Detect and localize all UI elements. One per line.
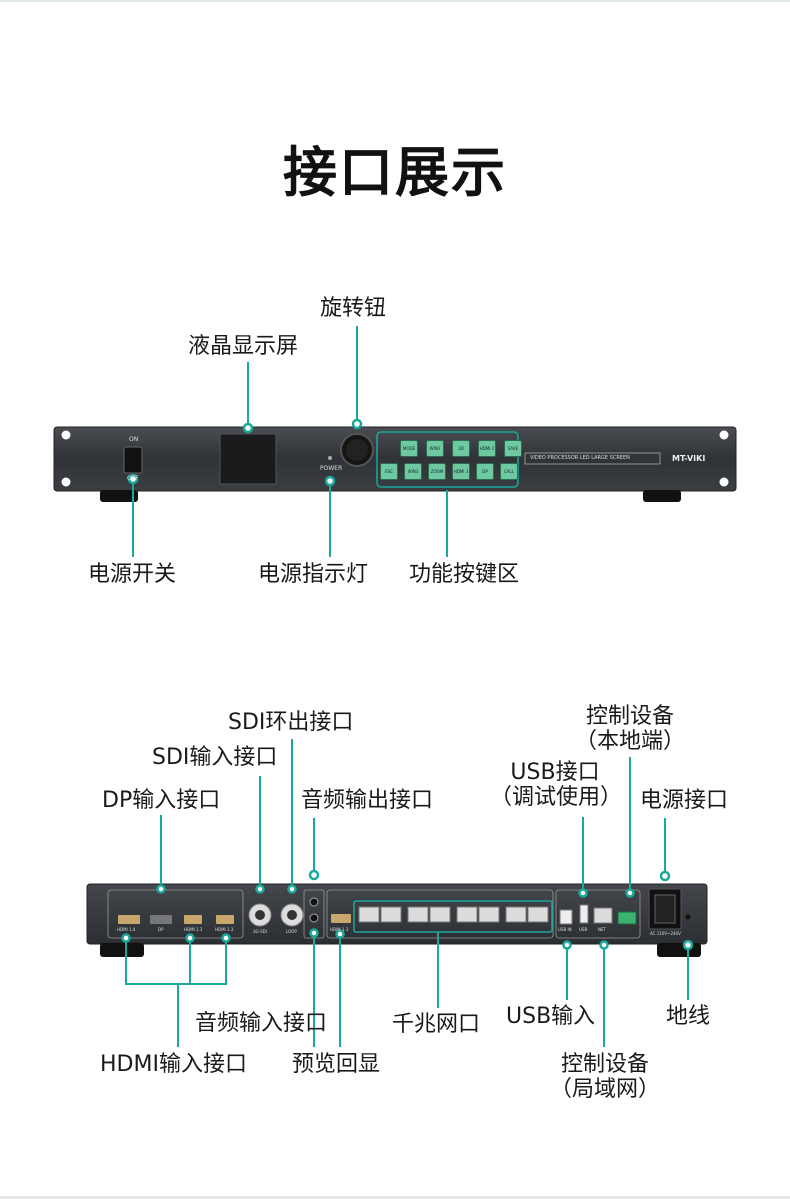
label-control-local: 控制设备 （本地端） [570,704,690,755]
label-control-lan-note: （局域网） [549,1077,660,1103]
function-key-row2-3[interactable]: HDMI 3 [452,463,470,480]
hdmi14-text: HDMI 1.4 [117,927,136,932]
hdmi13b-text: HDMI 1.3 [215,927,234,932]
function-key-row1-3[interactable]: HDMI 2 [478,440,496,457]
label-usb-port: USB接口 （调试使用） [490,760,623,811]
label-hdmi-in: HDMI输入接口 [100,1052,247,1077]
function-key-row1-2[interactable]: 3D [452,440,470,457]
usb-text: USB [579,927,588,932]
power-spec-text: AC 110V~240V [650,931,681,936]
label-usb-port-title: USB接口 [510,760,600,785]
label-knob: 旋转钮 [320,296,387,321]
function-key-row1-1[interactable]: WIN1 [426,440,444,457]
net-text: NET [598,927,606,932]
label-function-keys: 功能按键区 [409,562,520,587]
model-banner: VIDEO PROCESSOR LED LARGE SCREEN [530,455,630,461]
label-usb-in: USB输入 [506,1004,596,1029]
preview-text: HDMI 1.3 [330,927,349,932]
label-power-switch: 电源开关 [88,562,177,587]
label-audio-in: 音频输入接口 [195,1011,328,1036]
usb-in-text: USB IN [558,927,572,932]
function-key-row2-5[interactable]: CALL [500,463,518,480]
label-power-port: 电源接口 [640,788,729,813]
function-key-row2-2[interactable]: ZOOM [428,463,446,480]
label-ground: 地线 [666,1004,711,1029]
label-control-lan-title: 控制设备 [560,1052,649,1077]
switch-off-text: OFF [127,475,139,482]
top-divider [0,0,790,2]
label-preview: 预览回显 [292,1052,381,1077]
label-sdi-loop-out: SDI环出接口 [228,710,354,735]
label-usb-port-note: （调试使用） [490,785,623,811]
sdi-text: 3G-SDI [253,929,267,934]
label-sdi-in: SDI输入接口 [152,745,278,770]
page-title: 接口展示 [283,141,507,204]
label-control-local-title: 控制设备 [585,704,674,729]
function-key-row1-0[interactable]: MODE [400,440,418,457]
bottom-divider [0,1196,790,1199]
label-power-led: 电源指示灯 [258,562,369,587]
function-key-row2-4[interactable]: DP [476,463,494,480]
label-gigabit: 千兆网口 [392,1012,481,1037]
loop-text: LOOP [286,929,297,934]
label-control-lan: 控制设备 （局域网） [545,1052,665,1103]
function-keys-row1: MODE WIN1 3D HDMI 2 SAVE [400,440,522,457]
function-key-row1-4[interactable]: SAVE [504,440,522,457]
brand-logo: MT-VIKI [672,454,706,463]
function-key-row2-1[interactable]: WIN3 [404,463,422,480]
switch-on-text: ON [129,436,139,443]
label-lcd: 液晶显示屏 [188,334,299,359]
power-text: POWER [320,465,343,472]
function-keys-row2: ESC WIN3 ZOOM HDMI 3 DP CALL [380,463,518,480]
hdmi13a-text: HDMI 1.3 [184,927,203,932]
dp-text: DP [158,927,164,932]
label-dp-in: DP输入接口 [102,788,221,813]
function-key-row2-0[interactable]: ESC [380,463,398,480]
label-control-local-note: （本地端） [574,729,685,755]
label-audio-out: 音频输出接口 [301,788,434,813]
